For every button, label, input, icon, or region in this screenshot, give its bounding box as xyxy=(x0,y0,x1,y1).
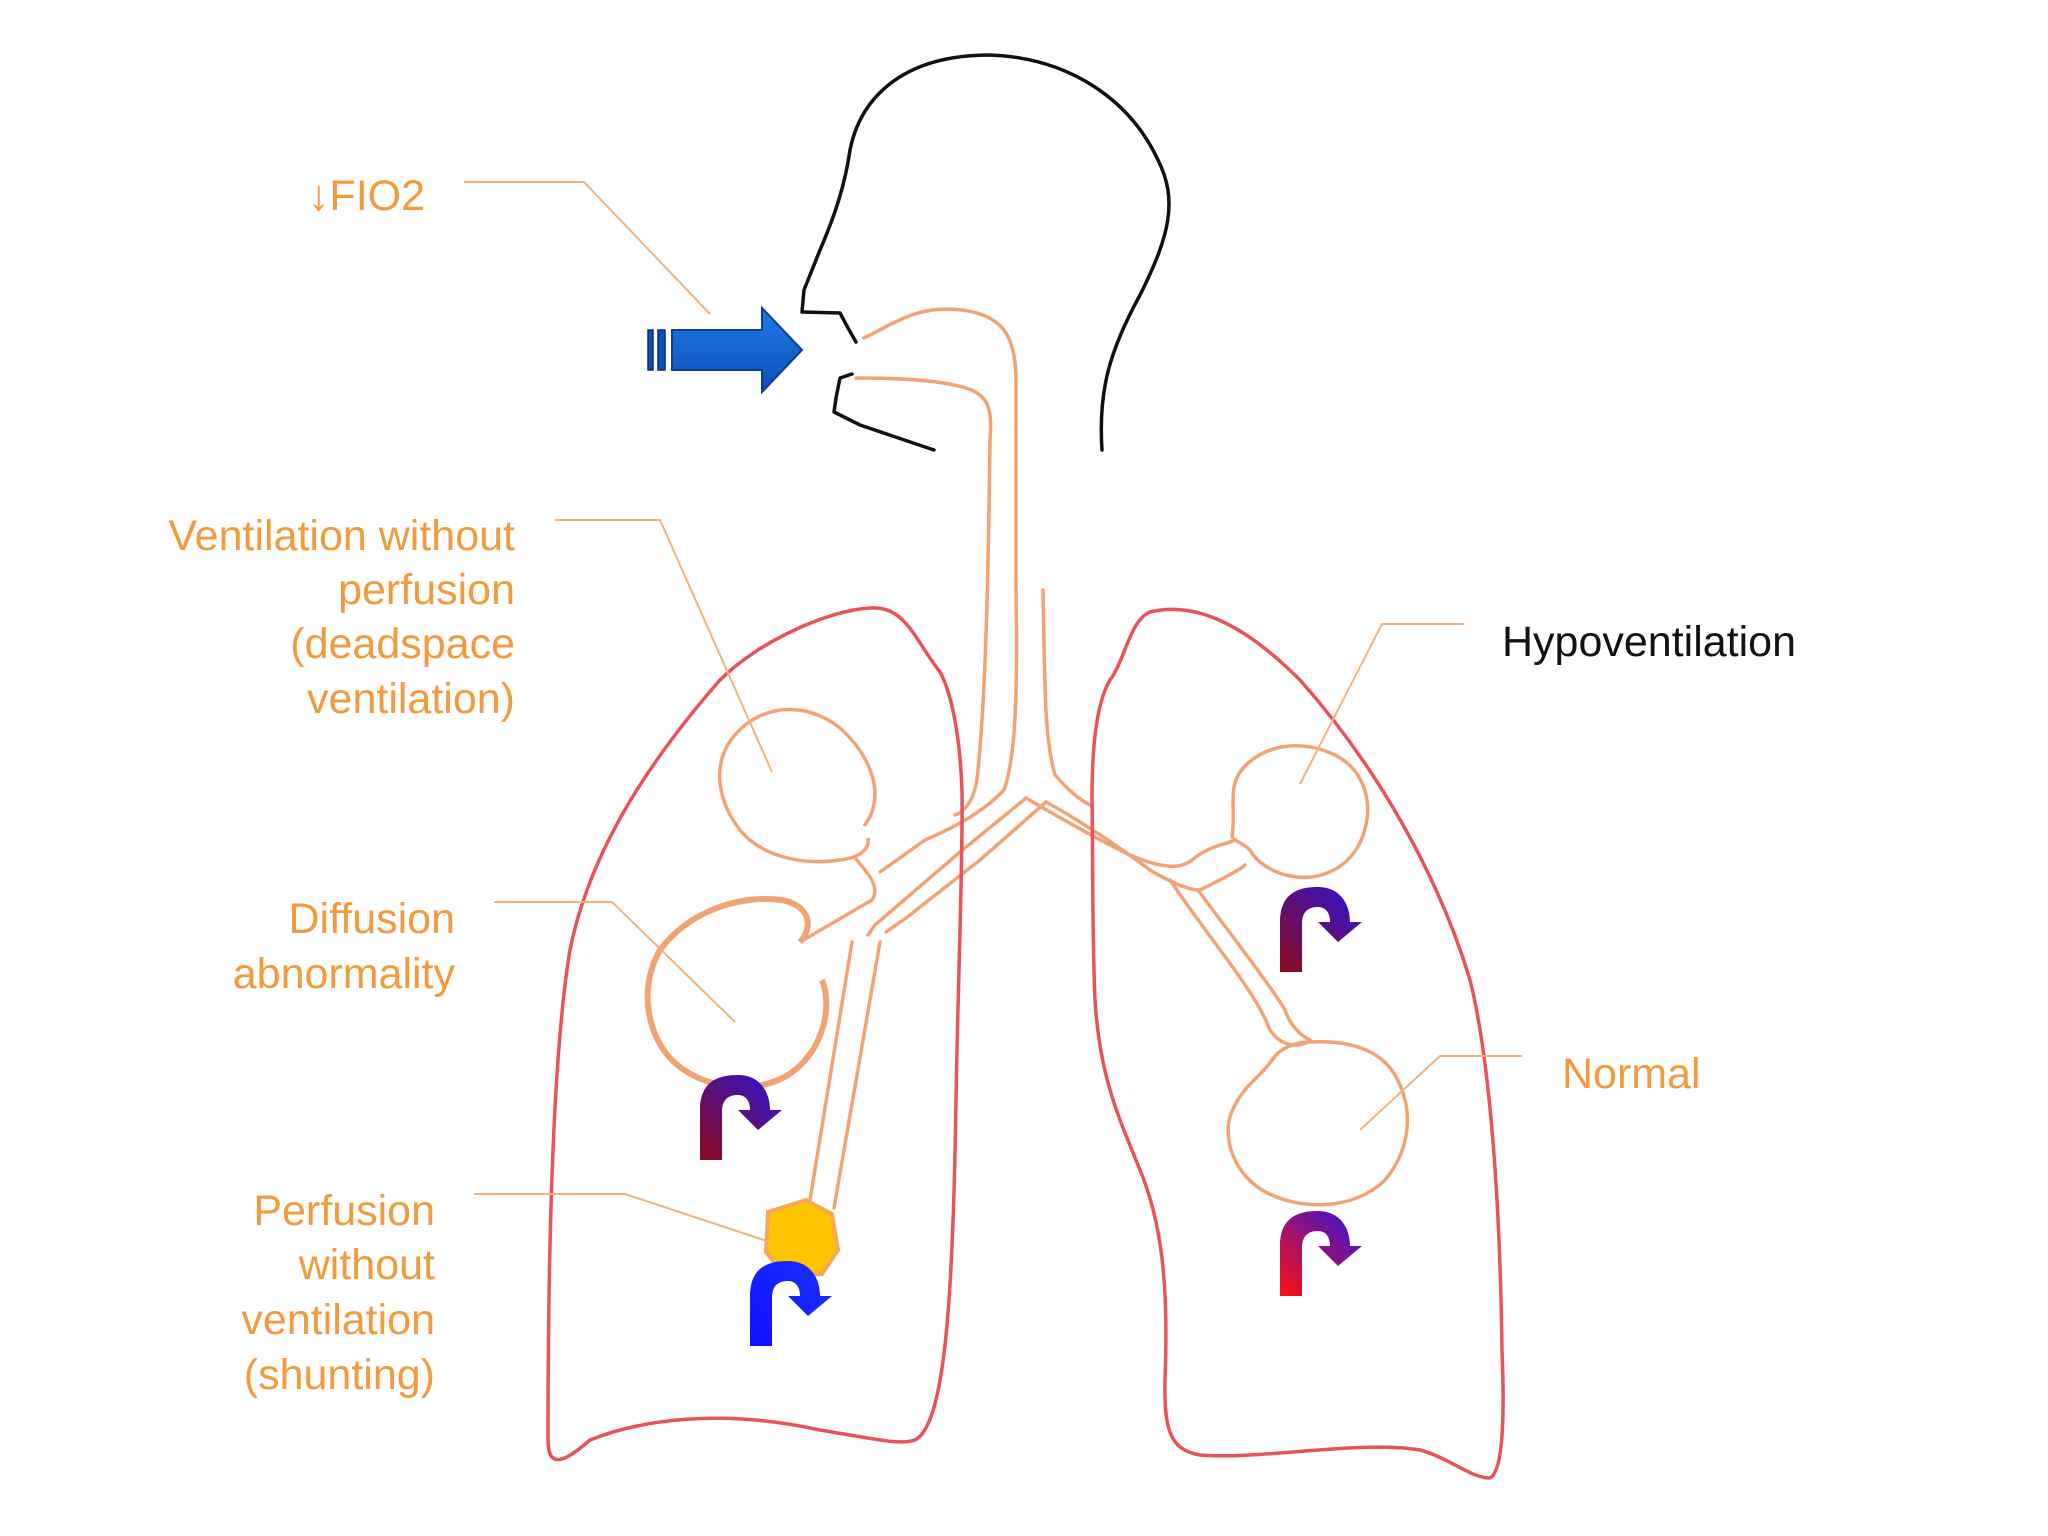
left-lung-outline xyxy=(546,606,964,1462)
shunt-label-line-3: ventilation xyxy=(241,1296,435,1344)
head-outline xyxy=(800,53,1171,452)
deadspace-label-line-2: perfusion xyxy=(338,566,515,614)
curved-arrow-icon xyxy=(1280,887,1362,972)
deadspace-label-line-3: (deadspace xyxy=(290,620,515,668)
shunt-label-line-4: (shunting) xyxy=(244,1351,435,1399)
curved-arrow-icon xyxy=(700,1075,782,1160)
curved-arrow-icon xyxy=(750,1261,832,1346)
normal-label: Normal xyxy=(1562,1050,1701,1098)
airway xyxy=(808,307,1312,1210)
right-arrow-icon xyxy=(647,305,804,395)
leader-lines xyxy=(464,181,1522,1243)
alveolus-normal xyxy=(1226,1040,1409,1207)
diffusion-label-line-2: abnormality xyxy=(233,950,456,998)
alveolus-diffusion xyxy=(644,896,830,1091)
shunt-label-line-1: Perfusion xyxy=(253,1187,435,1235)
diffusion-label-line-1: Diffusion xyxy=(288,895,455,943)
right-lung-outline xyxy=(1090,607,1505,1480)
alveolus-deadspace xyxy=(717,707,877,944)
shunt-label-line-2: without xyxy=(298,1241,435,1289)
alveolus-hypoventilation xyxy=(1230,744,1370,879)
fio2-label: ↓FIO2 xyxy=(308,172,425,220)
hypoventilation-label: Hypoventilation xyxy=(1502,618,1796,666)
deadspace-label-line-4: ventilation) xyxy=(307,675,515,723)
shunt-blob xyxy=(763,1197,841,1279)
curved-arrow-icon xyxy=(1280,1211,1362,1296)
deadspace-label-line-1: Ventilation without xyxy=(168,512,515,560)
